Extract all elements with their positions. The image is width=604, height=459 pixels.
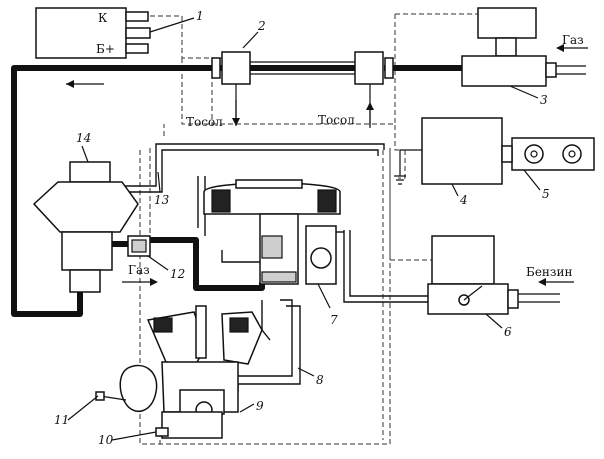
callout-11: 11 (54, 413, 69, 427)
gas-reducer: 14 (32, 131, 139, 293)
gas-pipeline (11, 65, 462, 317)
switch-panel: 5 (501, 137, 595, 201)
gas-inlet-label: Газ (562, 33, 584, 47)
gas-flow-arrow (66, 80, 104, 88)
callout-9: 9 (256, 399, 264, 413)
coolant-in-label: Тосол (318, 113, 355, 127)
relay-terminal-b: Б+ (96, 42, 115, 56)
heat-exchanger: 2 Тосол Тосол (186, 19, 384, 129)
callout-13: 13 (154, 193, 170, 207)
callout-4: 4 (459, 193, 468, 207)
engine: 11 10 9 8 (54, 305, 324, 447)
callout-5: 5 (542, 187, 550, 201)
control-unit: 4 (394, 117, 503, 207)
callout-3: 3 (540, 93, 548, 107)
callout-7: 7 (330, 313, 338, 327)
petrol-inlet-label: Бензин (526, 265, 572, 279)
petrol-valve: Бензин 6 (427, 235, 574, 339)
gas-valve: Газ 3 (461, 7, 588, 107)
air-filter-and-throttle: 7 (203, 179, 341, 327)
relay-terminal-k: К (98, 11, 108, 25)
callout-14: 14 (76, 131, 91, 145)
callout-6: 6 (504, 325, 512, 339)
callout-2: 2 (257, 19, 266, 33)
callout-12: 12 (170, 267, 185, 281)
relay-unit: К Б+ 1 (35, 7, 204, 59)
coolant-out-label: Тосол (186, 115, 223, 129)
callout-10: 10 (98, 433, 114, 447)
gas-solenoid: 12 Газ (122, 235, 185, 286)
callout-8: 8 (316, 373, 324, 387)
callout-1: 1 (196, 9, 204, 23)
hose-13-callout: 13 (154, 171, 170, 207)
gas-to-engine-label: Газ (128, 263, 150, 277)
